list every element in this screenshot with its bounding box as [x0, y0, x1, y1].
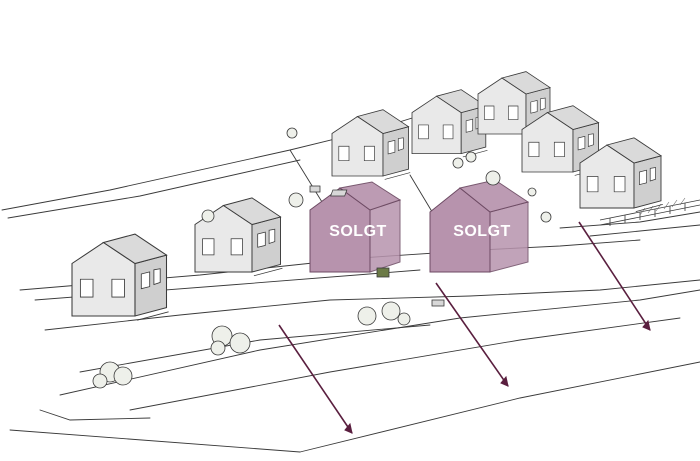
house-6 [411, 89, 488, 158]
house-2 [194, 197, 283, 277]
trees [92, 127, 552, 389]
house-1 [71, 233, 170, 321]
house-5 [331, 109, 411, 180]
sold-house-1: SOLGT [309, 181, 402, 273]
site-props [309, 185, 445, 307]
slope-hatch [639, 197, 686, 216]
sold-house-2: SOLGT [429, 179, 530, 273]
sold-label-1: SOLGT [329, 223, 387, 240]
sold-label-2: SOLGT [453, 223, 511, 240]
direction-arrows [278, 221, 651, 434]
